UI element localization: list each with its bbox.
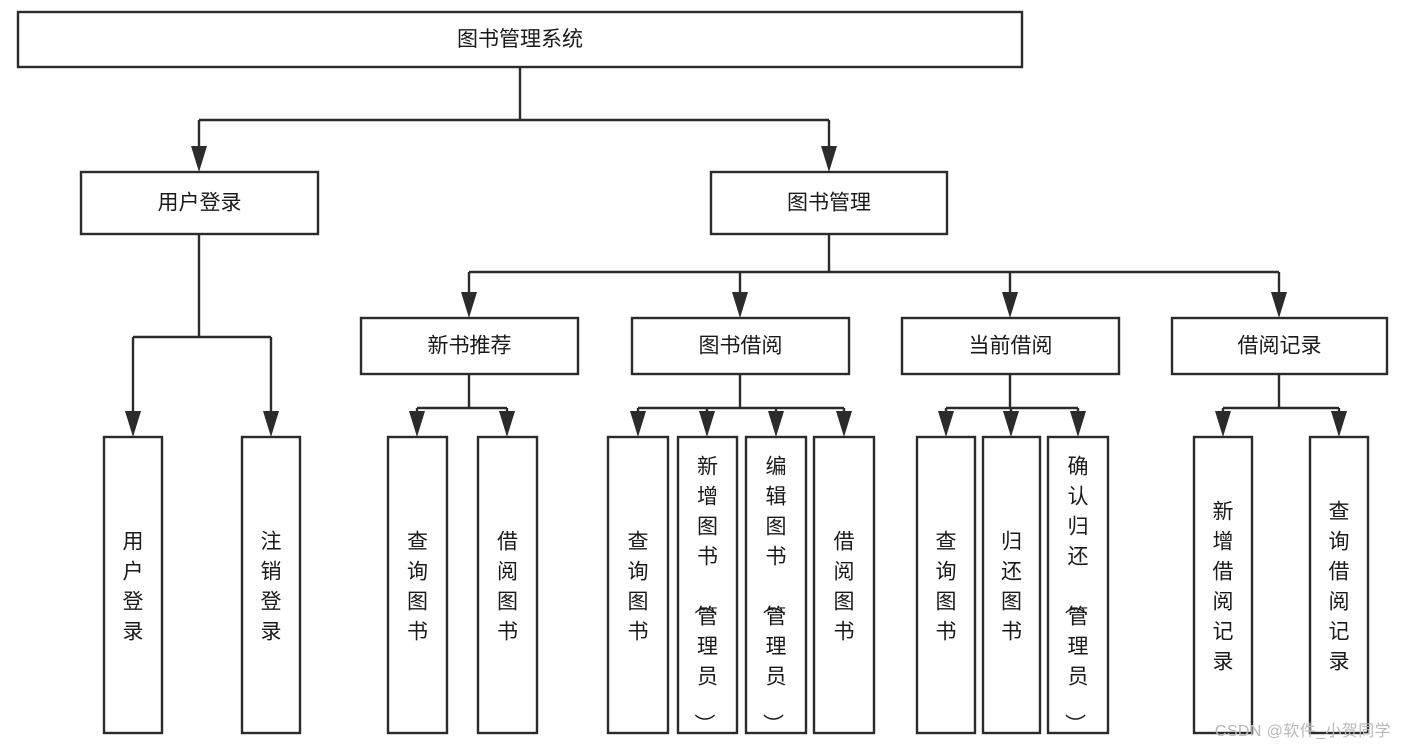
connector-borrow-book-to-leaves: [630, 374, 852, 437]
root-node-0[interactable]: 图书管理系统: [16, 10, 1024, 69]
level2-node-1[interactable]: 图书管理: [709, 170, 949, 236]
leaf-node-11[interactable]: 新增借阅记录: [1192, 435, 1254, 735]
leaf-node-3[interactable]: 借阅图书: [476, 435, 539, 735]
level3-node-0[interactable]: 新书推荐: [359, 316, 580, 376]
level2-node-box[interactable]: [79, 170, 320, 236]
leaf-node-1[interactable]: 注销登录: [240, 435, 302, 735]
leaf-node-label: 查询图书: [628, 530, 649, 643]
leaf-node-box[interactable]: [102, 435, 164, 735]
level3-node-label: 图书借阅: [699, 335, 783, 358]
connector-root-to-level2: [191, 67, 837, 172]
level2-node-box[interactable]: [709, 170, 949, 236]
level3-node-box[interactable]: [359, 316, 580, 376]
leaf-node-box[interactable]: [240, 435, 302, 735]
leaf-node-9[interactable]: 归还图书: [981, 435, 1042, 735]
leaf-node-label: 归还图书: [1001, 530, 1022, 643]
leaf-node-label: 注销登录: [261, 530, 282, 643]
connector-borrow-record-to-leaves: [1215, 374, 1347, 437]
root-node-label: 图书管理系统: [457, 28, 583, 51]
leaf-node-label: 用户登录: [123, 530, 144, 643]
root-node-box[interactable]: [16, 10, 1024, 69]
level3-node-box[interactable]: [1170, 316, 1389, 376]
connector-current-borrow-to-leaves: [938, 374, 1086, 437]
nodes-layer: 图书管理系统用户登录图书管理新书推荐图书借阅当前借阅借阅记录用户登录注销登录查询…: [16, 10, 1389, 735]
leaf-node-box[interactable]: [915, 435, 977, 735]
leaf-node-box[interactable]: [744, 435, 808, 735]
level3-node-3[interactable]: 借阅记录: [1170, 316, 1389, 376]
connectors-layer: [125, 67, 1347, 437]
leaf-node-box[interactable]: [676, 435, 739, 735]
level3-node-box[interactable]: [630, 316, 851, 376]
leaf-node-label: 借阅图书: [834, 530, 855, 643]
leaf-node-label: 新增图书（管理员）: [692, 455, 718, 734]
leaf-node-label: 确认归还（管理员）: [1063, 455, 1089, 734]
level2-node-label: 用户登录: [158, 192, 242, 215]
leaf-node-box[interactable]: [812, 435, 876, 735]
leaf-node-label: 编辑图书（管理员）: [761, 455, 787, 734]
level2-node-0[interactable]: 用户登录: [79, 170, 320, 236]
leaf-node-box[interactable]: [386, 435, 449, 735]
leaf-node-box[interactable]: [981, 435, 1042, 735]
leaf-node-5[interactable]: 新增图书（管理员）: [676, 435, 739, 735]
leaf-node-label: 新增借阅记录: [1213, 500, 1234, 673]
leaf-node-box[interactable]: [606, 435, 670, 735]
leaf-node-label: 借阅图书: [497, 530, 518, 643]
leaf-node-0[interactable]: 用户登录: [102, 435, 164, 735]
leaf-node-label: 查询图书: [407, 530, 428, 643]
leaf-node-label: 查询借阅记录: [1329, 500, 1350, 673]
connector-book-mgmt-to-level3: [461, 234, 1287, 318]
leaf-node-10[interactable]: 确认归还（管理员）: [1046, 435, 1110, 735]
leaf-node-box[interactable]: [1308, 435, 1370, 735]
level3-node-label: 借阅记录: [1238, 335, 1322, 358]
leaf-node-6[interactable]: 编辑图书（管理员）: [744, 435, 808, 735]
leaf-node-2[interactable]: 查询图书: [386, 435, 449, 735]
leaf-node-12[interactable]: 查询借阅记录: [1308, 435, 1370, 735]
leaf-node-7[interactable]: 借阅图书: [812, 435, 876, 735]
level3-node-2[interactable]: 当前借阅: [900, 316, 1121, 376]
level3-node-label: 当前借阅: [969, 335, 1053, 358]
leaf-node-box[interactable]: [1046, 435, 1110, 735]
leaf-node-box[interactable]: [476, 435, 539, 735]
leaf-node-box[interactable]: [1192, 435, 1254, 735]
level3-node-1[interactable]: 图书借阅: [630, 316, 851, 376]
watermark-text: CSDN @软件_小贺同学: [1214, 723, 1391, 740]
connector-user-login-to-leaves: [125, 234, 279, 437]
leaf-node-label: 查询图书: [936, 530, 957, 643]
level3-node-box[interactable]: [900, 316, 1121, 376]
connector-new-book-to-leaves: [409, 374, 515, 437]
leaf-node-4[interactable]: 查询图书: [606, 435, 670, 735]
level3-node-label: 新书推荐: [428, 335, 512, 358]
leaf-node-8[interactable]: 查询图书: [915, 435, 977, 735]
level2-node-label: 图书管理: [787, 192, 871, 215]
